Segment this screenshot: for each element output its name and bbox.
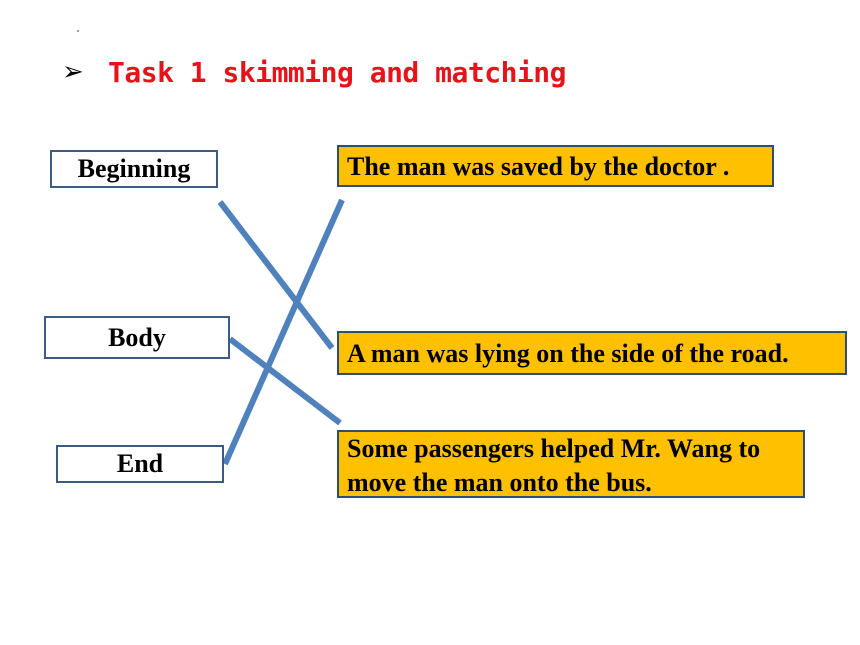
task-heading: ➢ Task 1 skimming and matching xyxy=(62,50,567,94)
arrowhead-bullet-icon: ➢ xyxy=(62,57,84,87)
answer-text: A man was lying on the side of the road. xyxy=(347,339,789,368)
connector-body xyxy=(228,336,342,426)
task-title: Task 1 skimming and matching xyxy=(108,55,567,89)
answer-box-passengers[interactable]: Some passengers helped Mr. Wang to move … xyxy=(337,430,805,498)
answer-text: Some passengers helped Mr. Wang to move … xyxy=(347,434,761,497)
connector-end xyxy=(222,198,345,466)
part-box-body[interactable]: Body xyxy=(44,316,230,359)
part-box-beginning[interactable]: Beginning xyxy=(50,150,218,188)
part-label: Body xyxy=(108,322,166,352)
answer-box-saved[interactable]: The man was saved by the doctor . xyxy=(337,145,774,187)
answer-box-lying[interactable]: A man was lying on the side of the road. xyxy=(337,331,847,375)
part-label: Beginning xyxy=(77,154,191,183)
connector-beginning xyxy=(217,200,335,350)
part-box-end[interactable]: End xyxy=(56,445,224,483)
decorative-dot xyxy=(77,30,79,32)
part-label: End xyxy=(116,449,164,478)
answer-text: The man was saved by the doctor . xyxy=(347,152,730,181)
